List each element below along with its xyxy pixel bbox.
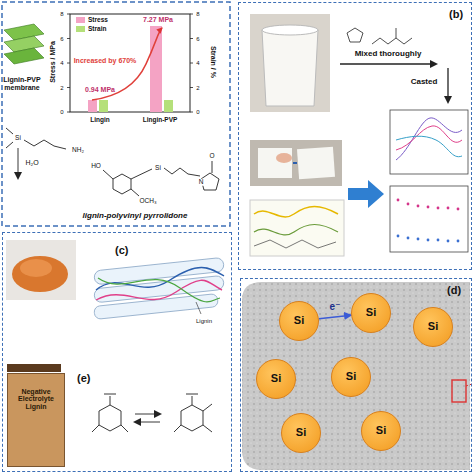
particle-label: Si: [296, 427, 306, 439]
particle-label: Si: [346, 371, 356, 383]
membrane-label: Lignin-PVP membrane: [0, 76, 44, 91]
panel-label: (c): [115, 245, 128, 257]
atom-label: O: [209, 153, 214, 160]
compound-name: lignin-polyvinyl pyrrolidone: [83, 212, 188, 220]
particle-label: Si: [271, 373, 281, 385]
atom-label: OCH₃: [139, 198, 156, 205]
tick-label: 0: [196, 109, 199, 115]
axis-title: Stress / MPa: [49, 41, 56, 83]
legend-text: Stress: [88, 17, 108, 24]
atom-label: N: [198, 179, 205, 186]
silicon-particle: Si: [281, 413, 321, 453]
category-label: Lingin-PVP: [143, 117, 178, 124]
legend-row: Strain: [76, 26, 106, 33]
atom-label: HO: [91, 163, 101, 170]
silicon-particle: Si: [279, 301, 319, 341]
legend-swatch: [76, 26, 85, 32]
step-label: Mixed thoroughly: [355, 50, 422, 58]
reagent-label: H₂O: [25, 159, 38, 166]
particle-label: Si: [376, 425, 386, 437]
panel-label: (d): [447, 285, 461, 297]
legend-text: Strain: [88, 26, 106, 33]
silicon-particle: Si: [256, 359, 296, 399]
step-label: Casted: [411, 78, 438, 86]
category-label: Lingin: [90, 117, 110, 124]
silicon-particle: Si: [413, 307, 453, 347]
tick-label: 8: [196, 11, 199, 17]
tick-label: 6: [60, 36, 63, 42]
legend-row: Stress: [76, 17, 108, 24]
tick-label: 0: [60, 109, 63, 115]
electrolyte-container: Negative Electrolyte Lignin: [7, 373, 65, 467]
tick-label: 8: [60, 11, 63, 17]
silicon-particle: Si: [361, 411, 401, 451]
silicon-particle: Si: [331, 357, 371, 397]
tick-label: 6: [196, 36, 199, 42]
tick-label: 4: [196, 60, 199, 66]
tick-label: 2: [60, 85, 63, 91]
container-label: Negative Electrolyte Lignin: [11, 388, 61, 410]
particle-label: Si: [294, 315, 304, 327]
atom-label: Si: [155, 165, 161, 172]
edge-label: e⁻: [328, 302, 343, 312]
panel-label: (e): [77, 373, 90, 385]
electron-arrow: [319, 315, 351, 319]
annotation: Increased by 670%: [74, 57, 137, 64]
panel-frame: SiSiSiSiSiSiSi(d): [240, 278, 472, 472]
particle-label: Si: [366, 307, 376, 319]
atom-label: Si: [15, 135, 21, 142]
component-label: Lignin: [196, 318, 212, 324]
tick-label: 4: [60, 60, 63, 66]
panel-frame: (b): [238, 2, 472, 270]
value-label: 0.94 MPa: [85, 86, 115, 93]
particle-label: Si: [428, 321, 438, 333]
axis-title: Strain / %: [210, 46, 217, 78]
panel-label: (b): [449, 9, 463, 21]
value-label: 7.27 MPa: [143, 16, 173, 23]
tick-label: 2: [196, 85, 199, 91]
atom-label: NH₂: [72, 147, 84, 154]
silicon-particle: Si: [351, 293, 391, 333]
panel-frame: Negative Electrolyte Lignin (c) (e): [2, 232, 232, 472]
legend-swatch: [76, 17, 85, 23]
